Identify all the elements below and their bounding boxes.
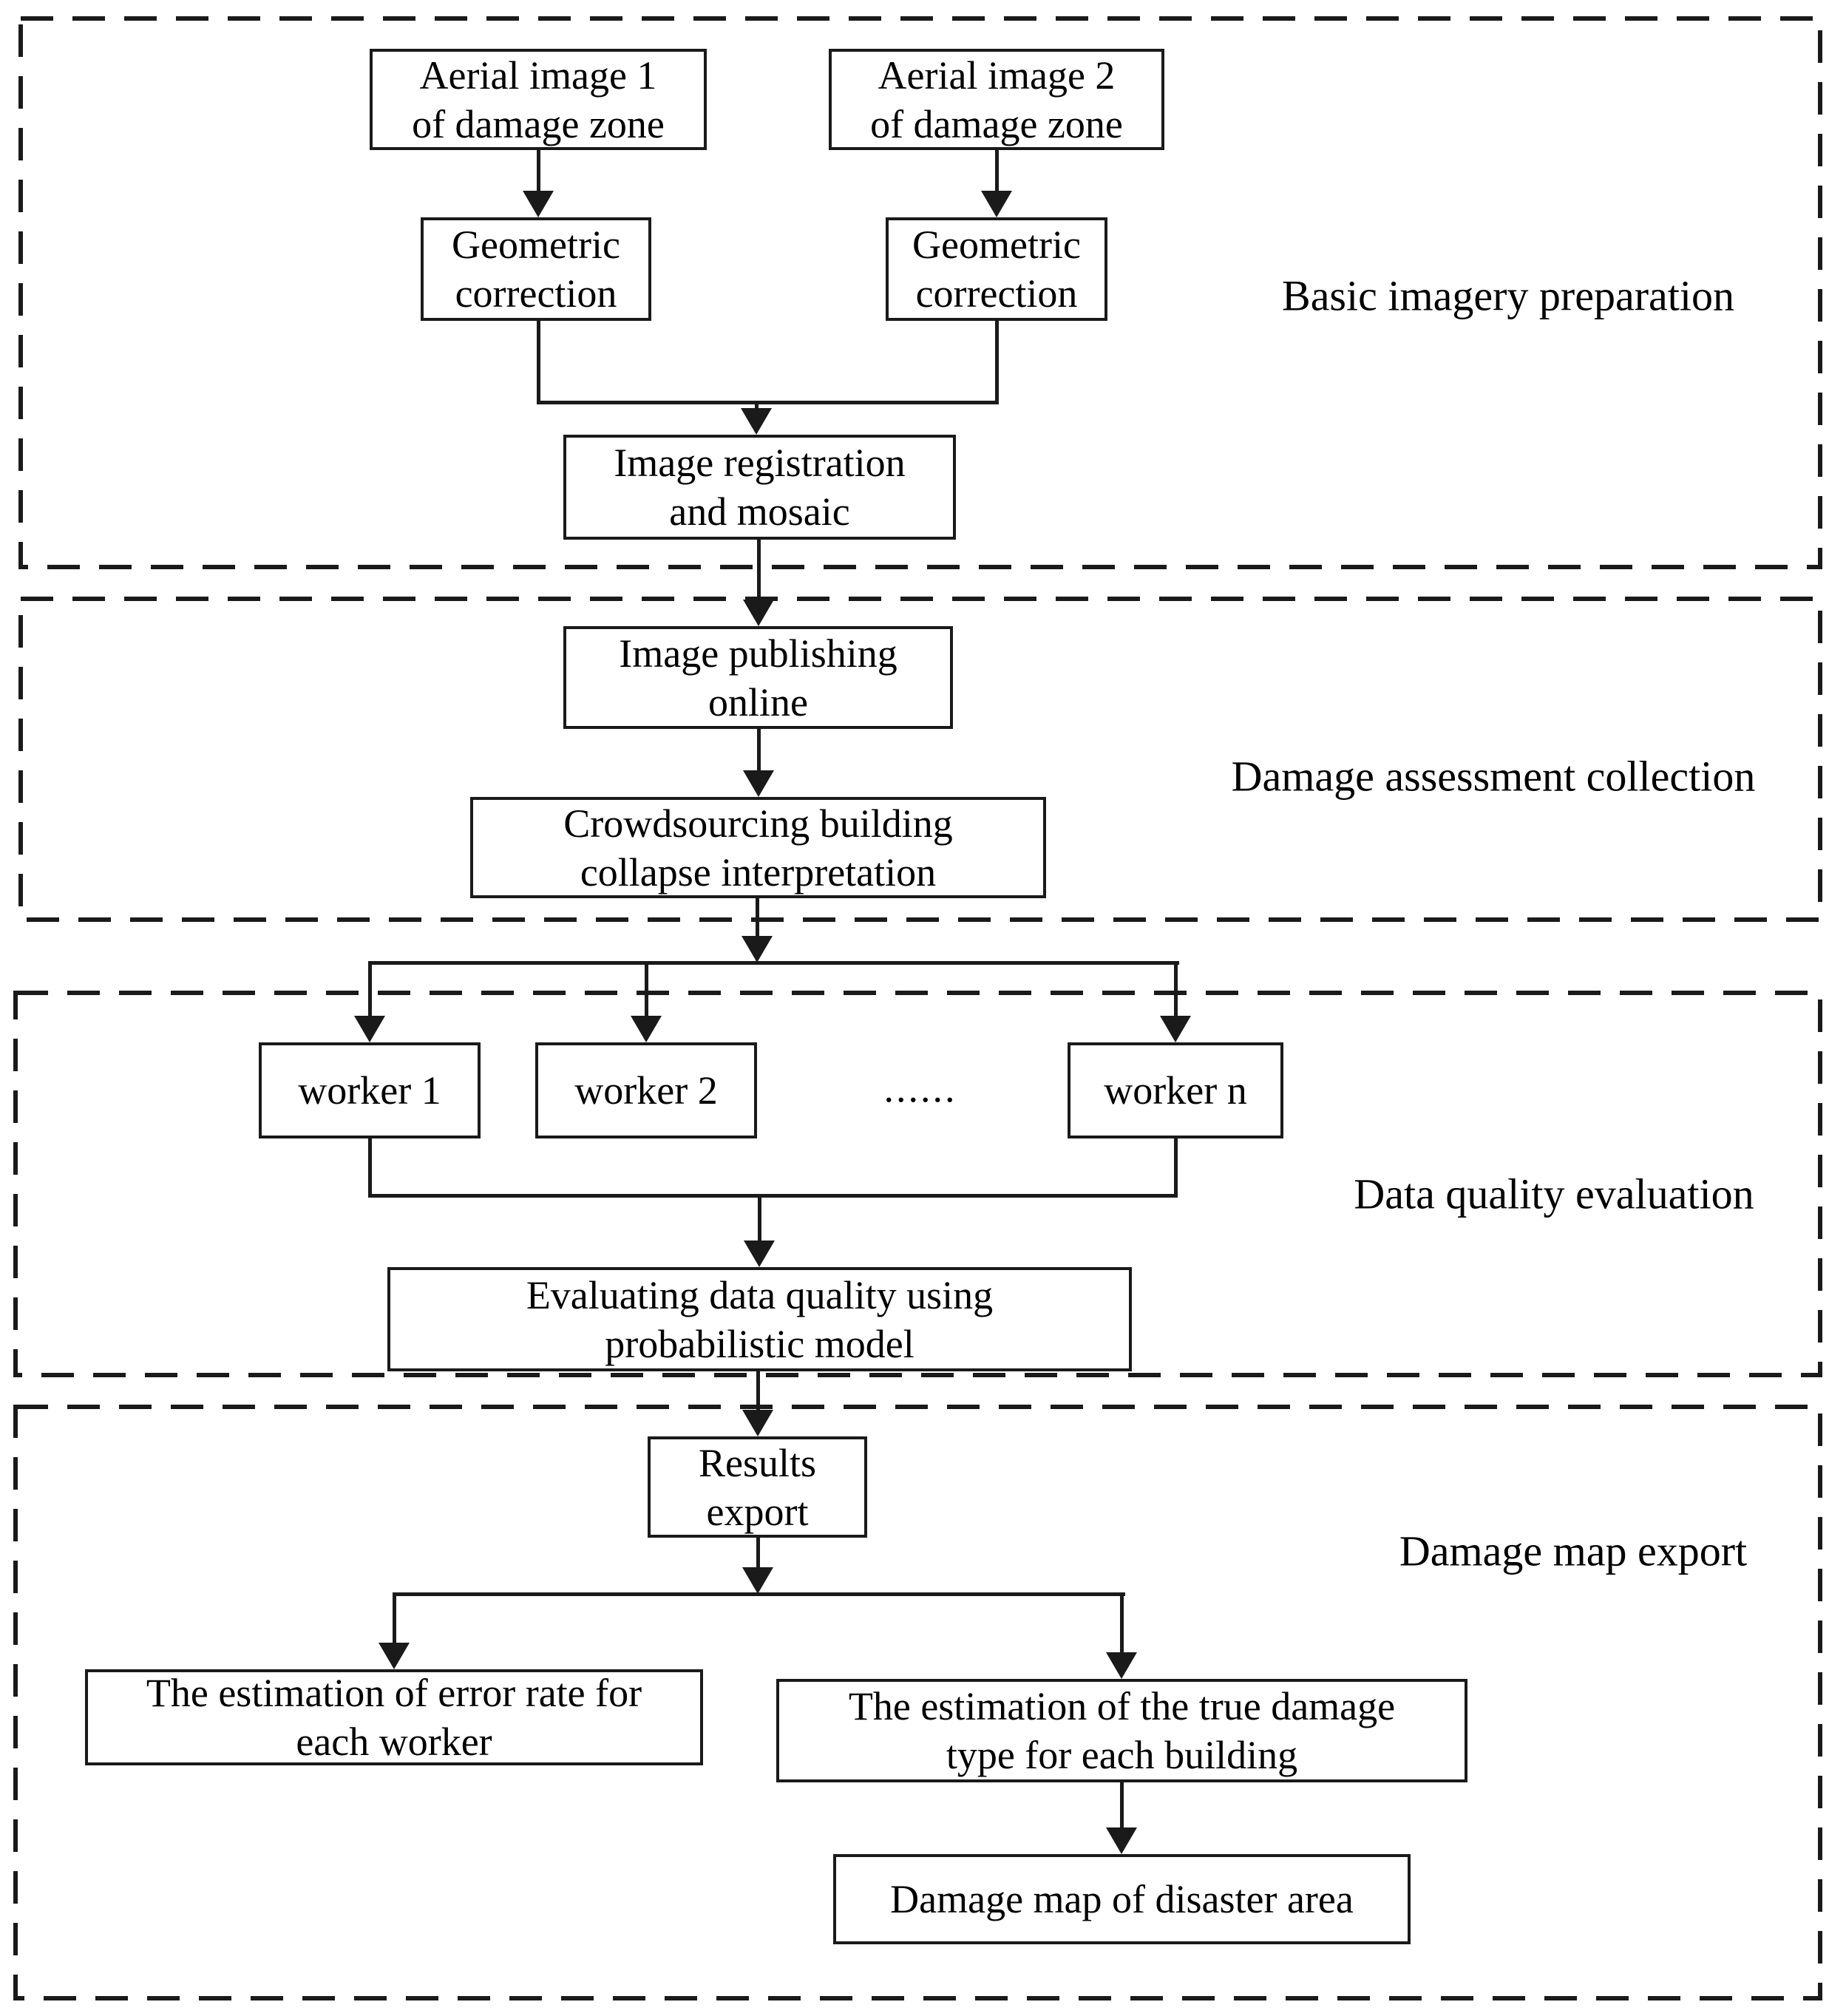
connector-results-branch-arrowhead [742,1567,773,1594]
node-geometric-correction-2: Geometric correction [886,217,1107,321]
connector-registration-publishing-arrowhead [743,600,774,626]
fanout-bar [368,961,1179,965]
node-aerial-image-1: Aerial image 1 of damage zone [370,49,707,150]
bracket-worker1-line [368,1138,372,1198]
connector-publishing-crowdsourcing-arrowhead [743,770,774,797]
bracket-workern-line [1174,1138,1178,1198]
connector-branch-truedamage-arrowhead [1106,1652,1137,1679]
connector-bar-workern-line [1174,961,1178,1017]
section-frame-damage-assessment-collection [18,597,1822,922]
node-worker-n: worker n [1068,1042,1283,1138]
connector-merge-registration-arrowhead [741,408,772,435]
connector-bar-worker1-arrowhead [354,1016,385,1042]
connector-aerial2-geo2-line [995,150,999,192]
connector-aerial2-geo2-arrowhead [981,191,1012,217]
connector-bracket-evaluating-line [758,1194,761,1242]
section-frame-basic-imagery-preparation [18,16,1822,569]
bracket-horizontal [368,1194,1178,1198]
connector-geo2-merge-line [995,321,999,404]
branch-horizontal [394,1592,1125,1596]
connector-bar-workern-arrowhead [1160,1016,1191,1042]
connector-branch-truedamage-line [1120,1592,1124,1652]
node-image-registration-mosaic: Image registration and mosaic [563,435,956,540]
connector-geo1-merge-line [537,321,540,404]
connector-bar-worker1-line [368,961,372,1017]
connector-truedamage-damagemap-line [1120,1782,1124,1827]
connector-truedamage-damagemap-arrowhead [1106,1827,1137,1854]
section-label-basic-imagery-preparation: Basic imagery preparation [1282,271,1734,320]
connector-branch-errorrate-arrowhead [379,1643,410,1669]
connector-bar-worker2-arrowhead [631,1016,662,1042]
section-label-damage-map-export: Damage map export [1399,1527,1748,1575]
connector-branch-errorrate-line [393,1592,396,1643]
connector-crowdsourcing-bar-line [756,898,759,937]
connector-bracket-evaluating-arrowhead [744,1241,775,1267]
node-image-publishing-online: Image publishing online [563,626,953,729]
node-aerial-image-2: Aerial image 2 of damage zone [829,49,1164,150]
section-label-data-quality-evaluation: Data quality evaluation [1354,1170,1754,1218]
node-damage-map: Damage map of disaster area [833,1854,1411,1944]
section-frame-damage-map-export [13,1405,1822,2000]
connector-publishing-crowdsourcing-line [757,729,761,772]
connector-aerial1-geo1-line [537,150,540,192]
node-evaluating-data-quality: Evaluating data quality using probabilis… [387,1267,1132,1371]
connector-crowdsourcing-bar-arrowhead [742,936,773,963]
section-frame-data-quality-evaluation [13,991,1822,1377]
connector-evaluating-results-arrowhead [742,1410,773,1436]
node-true-damage-estimation: The estimation of the true damage type f… [776,1679,1467,1782]
connector-bar-worker2-line [645,961,648,1017]
node-geometric-correction-1: Geometric correction [421,217,651,321]
workers-ellipsis: ...... [883,1066,957,1110]
node-results-export: Results export [648,1436,867,1538]
connector-merge-registration-line [755,401,759,411]
connector-merge-horizontal [537,401,999,404]
connector-aerial1-geo1-arrowhead [523,191,554,217]
node-worker-2: worker 2 [535,1042,757,1138]
section-label-damage-assessment-collection: Damage assessment collection [1231,752,1756,801]
connector-evaluating-results-line [756,1371,760,1411]
node-error-rate-estimation: The estimation of error rate for each wo… [85,1669,703,1765]
node-worker-1: worker 1 [259,1042,481,1138]
node-crowdsourcing-interpretation: Crowdsourcing building collapse interpre… [470,797,1046,898]
connector-registration-publishing-line [757,540,761,600]
connector-results-branch-line [756,1538,760,1569]
